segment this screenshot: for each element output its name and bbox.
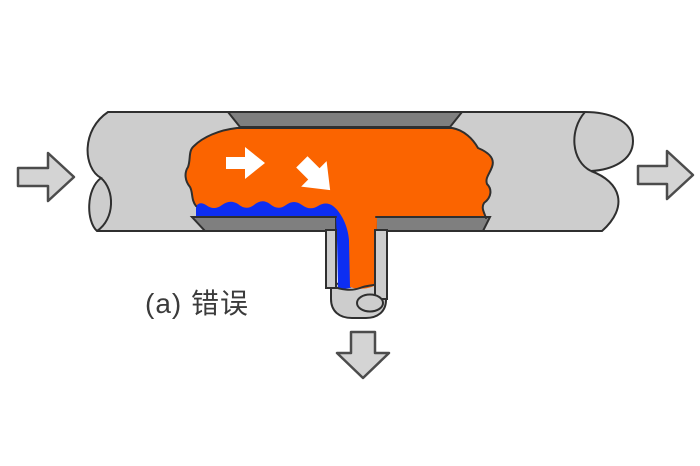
branch-flow-arrow-icon bbox=[296, 156, 331, 191]
inlet-arrow-icon bbox=[16, 151, 76, 203]
cut-wall-top-band bbox=[225, 111, 465, 128]
branch-pipe-left-wall bbox=[325, 229, 337, 289]
cut-wall-bottom-left-band bbox=[189, 216, 337, 232]
left-pipe-opening-rim-icon bbox=[96, 177, 113, 232]
branch-pipe-right-wall bbox=[374, 229, 388, 300]
caption-label: (a) 错误 bbox=[145, 288, 250, 319]
outlet-arrow-icon bbox=[636, 149, 695, 201]
right-pipe-opening-rim-icon bbox=[573, 111, 592, 172]
main-flow-arrow-icon bbox=[226, 147, 265, 179]
fluid-outline bbox=[184, 127, 494, 291]
branch-outlet-arrow-icon bbox=[335, 330, 391, 380]
branch-opening-rim-icon bbox=[356, 293, 384, 313]
cut-wall-bottom-right-band bbox=[375, 216, 492, 232]
fluid-orange bbox=[185, 128, 493, 289]
